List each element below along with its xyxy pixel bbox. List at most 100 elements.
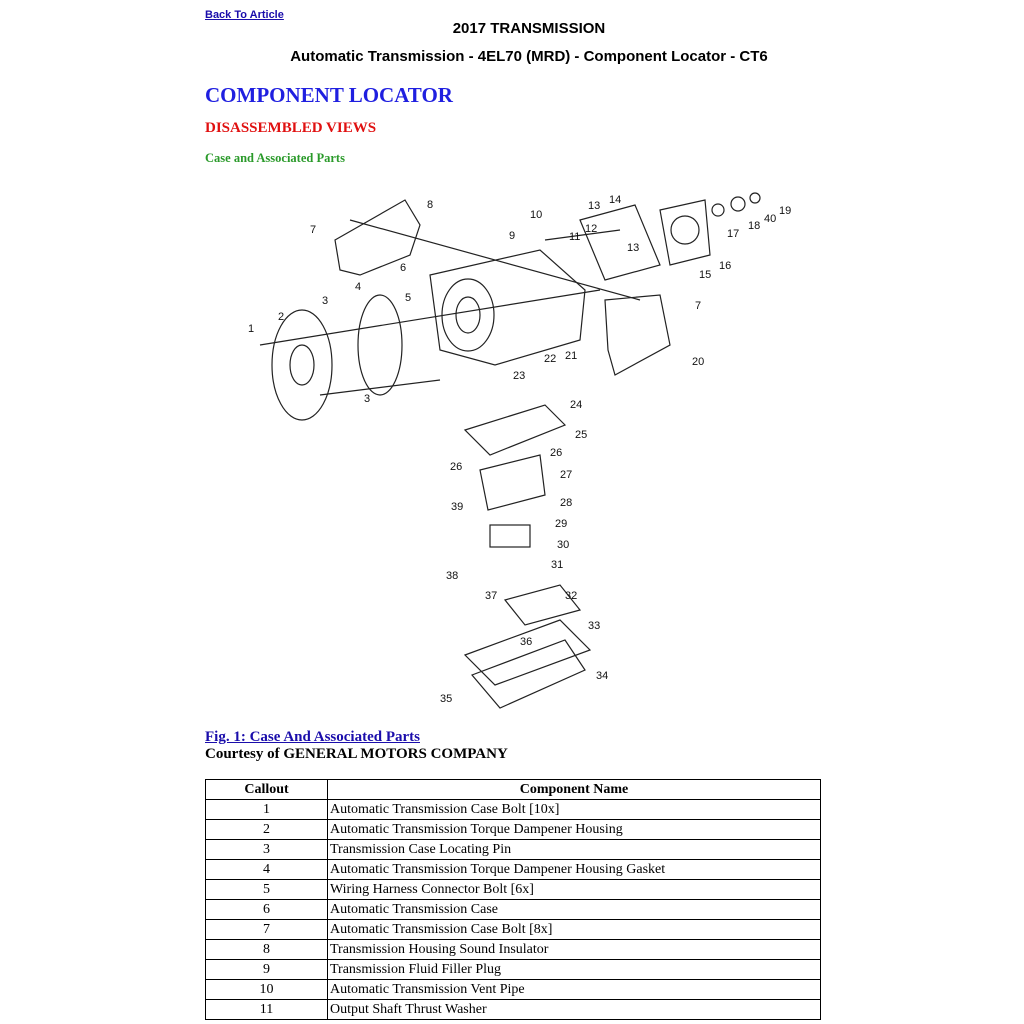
sound-insulator-shape: [334, 199, 421, 276]
callout-label: 8: [427, 199, 433, 211]
callout-label: 33: [588, 620, 600, 632]
disassembled-views-heading: DISASSEMBLED VIEWS: [205, 120, 377, 136]
callout-label: 29: [555, 518, 567, 530]
callout-label: 13: [588, 200, 600, 212]
callout-cell: 1: [205, 799, 328, 820]
callout-label: 37: [485, 590, 497, 602]
component-name-column-header: Component Name: [327, 779, 821, 800]
callout-label: 38: [446, 570, 458, 582]
callout-label: 26: [550, 447, 562, 459]
callout-cell: 6: [205, 899, 328, 920]
component-name-cell: Automatic Transmission Torque Dampener H…: [327, 859, 821, 880]
callout-label: 17: [727, 228, 739, 240]
callout-label: 16: [719, 260, 731, 272]
callout-label: 25: [575, 429, 587, 441]
callout-label: 14: [609, 194, 621, 206]
callout-label: 36: [520, 636, 532, 648]
component-name-cell: Automatic Transmission Torque Dampener H…: [327, 819, 821, 840]
document-subtitle: Automatic Transmission - 4EL70 (MRD) - C…: [290, 48, 768, 65]
case-parts-heading: Case and Associated Parts: [205, 151, 345, 165]
callout-label: 21: [565, 350, 577, 362]
callout-label: 22: [544, 353, 556, 365]
back-to-article-link[interactable]: Back To Article: [205, 9, 284, 21]
component-name-cell: Automatic Transmission Vent Pipe: [327, 979, 821, 1000]
valve-body-upper-shape: [463, 404, 567, 456]
callout-label: 11: [569, 231, 580, 243]
callout-cell: 3: [205, 839, 328, 860]
callout-cell: 5: [205, 879, 328, 900]
callout-label: 10: [530, 209, 542, 221]
callout-label: 39: [451, 501, 463, 513]
callout-label: 34: [596, 670, 608, 682]
callout-cell: 2: [205, 819, 328, 840]
filter-shape: [503, 584, 582, 626]
callout-label: 31: [551, 559, 563, 571]
gasket-shape: [357, 294, 403, 396]
callout-cell: 10: [205, 979, 328, 1000]
table-header-row: Callout Component Name: [205, 779, 821, 800]
component-name-cell: Transmission Fluid Filler Plug: [327, 959, 821, 980]
component-name-cell: Transmission Housing Sound Insulator: [327, 939, 821, 960]
callout-label: 18: [748, 220, 760, 232]
component-name-cell: Output Shaft Thrust Washer: [327, 999, 821, 1020]
figure-courtesy: Courtesy of GENERAL MOTORS COMPANY: [205, 746, 508, 762]
callout-label: 7: [310, 224, 316, 236]
callout-label: 2: [278, 311, 284, 323]
callout-label: 19: [779, 205, 791, 217]
callout-cell: 9: [205, 959, 328, 980]
callout-label: 3: [364, 393, 370, 405]
valve-body-lower-shape: [479, 454, 546, 511]
callout-label: 6: [400, 262, 406, 274]
callout-label: 3: [322, 295, 328, 307]
callout-cell: 8: [205, 939, 328, 960]
callout-label: 27: [560, 469, 572, 481]
callout-label: 28: [560, 497, 572, 509]
callout-label: 12: [585, 223, 597, 235]
solenoid-shape: [489, 524, 531, 548]
document-title: 2017 TRANSMISSION: [452, 20, 606, 37]
oil-pan-shape: [470, 639, 586, 709]
component-locator-heading: COMPONENT LOCATOR: [205, 83, 453, 107]
transmission-case-shape: [429, 249, 586, 366]
rear-cover-shape: [579, 204, 661, 281]
callout-column-header: Callout: [205, 779, 328, 800]
figure-caption-link[interactable]: Fig. 1: Case And Associated Parts: [205, 729, 420, 745]
callout-label: 35: [440, 693, 452, 705]
callout-labels: 1 2 3 3 4 5 6 7 7 8 9 10 11 12 13 13 14 …: [248, 194, 791, 705]
component-name-cell: Transmission Case Locating Pin: [327, 839, 821, 860]
component-name-cell: Automatic Transmission Case Bolt [8x]: [327, 919, 821, 940]
extension-housing-shape: [659, 199, 711, 266]
side-cover-shape: [604, 294, 671, 376]
component-name-cell: Automatic Transmission Case Bolt [10x]: [327, 799, 821, 820]
dampener-housing-shape: [271, 309, 333, 421]
callout-label: 13: [627, 242, 639, 254]
callout-cell: 7: [205, 919, 328, 940]
pan-gasket-shape: [463, 619, 592, 686]
callout-label: 32: [565, 590, 577, 602]
callout-cell: 11: [205, 999, 328, 1020]
component-name-cell: Automatic Transmission Case: [327, 899, 821, 920]
callout-label: 23: [513, 370, 525, 382]
callout-label: 4: [355, 281, 361, 293]
component-name-cell: Wiring Harness Connector Bolt [6x]: [327, 879, 821, 900]
callout-label: 7: [695, 300, 701, 312]
callout-label: 5: [405, 292, 411, 304]
callout-label: 24: [570, 399, 582, 411]
exploded-view-diagram: 1 2 3 3 4 5 6 7 7 8 9 10 11 12 13 13 14 …: [248, 192, 791, 709]
callout-label: 30: [557, 539, 569, 551]
callout-label: 26: [450, 461, 462, 473]
callout-label: 9: [509, 230, 515, 242]
